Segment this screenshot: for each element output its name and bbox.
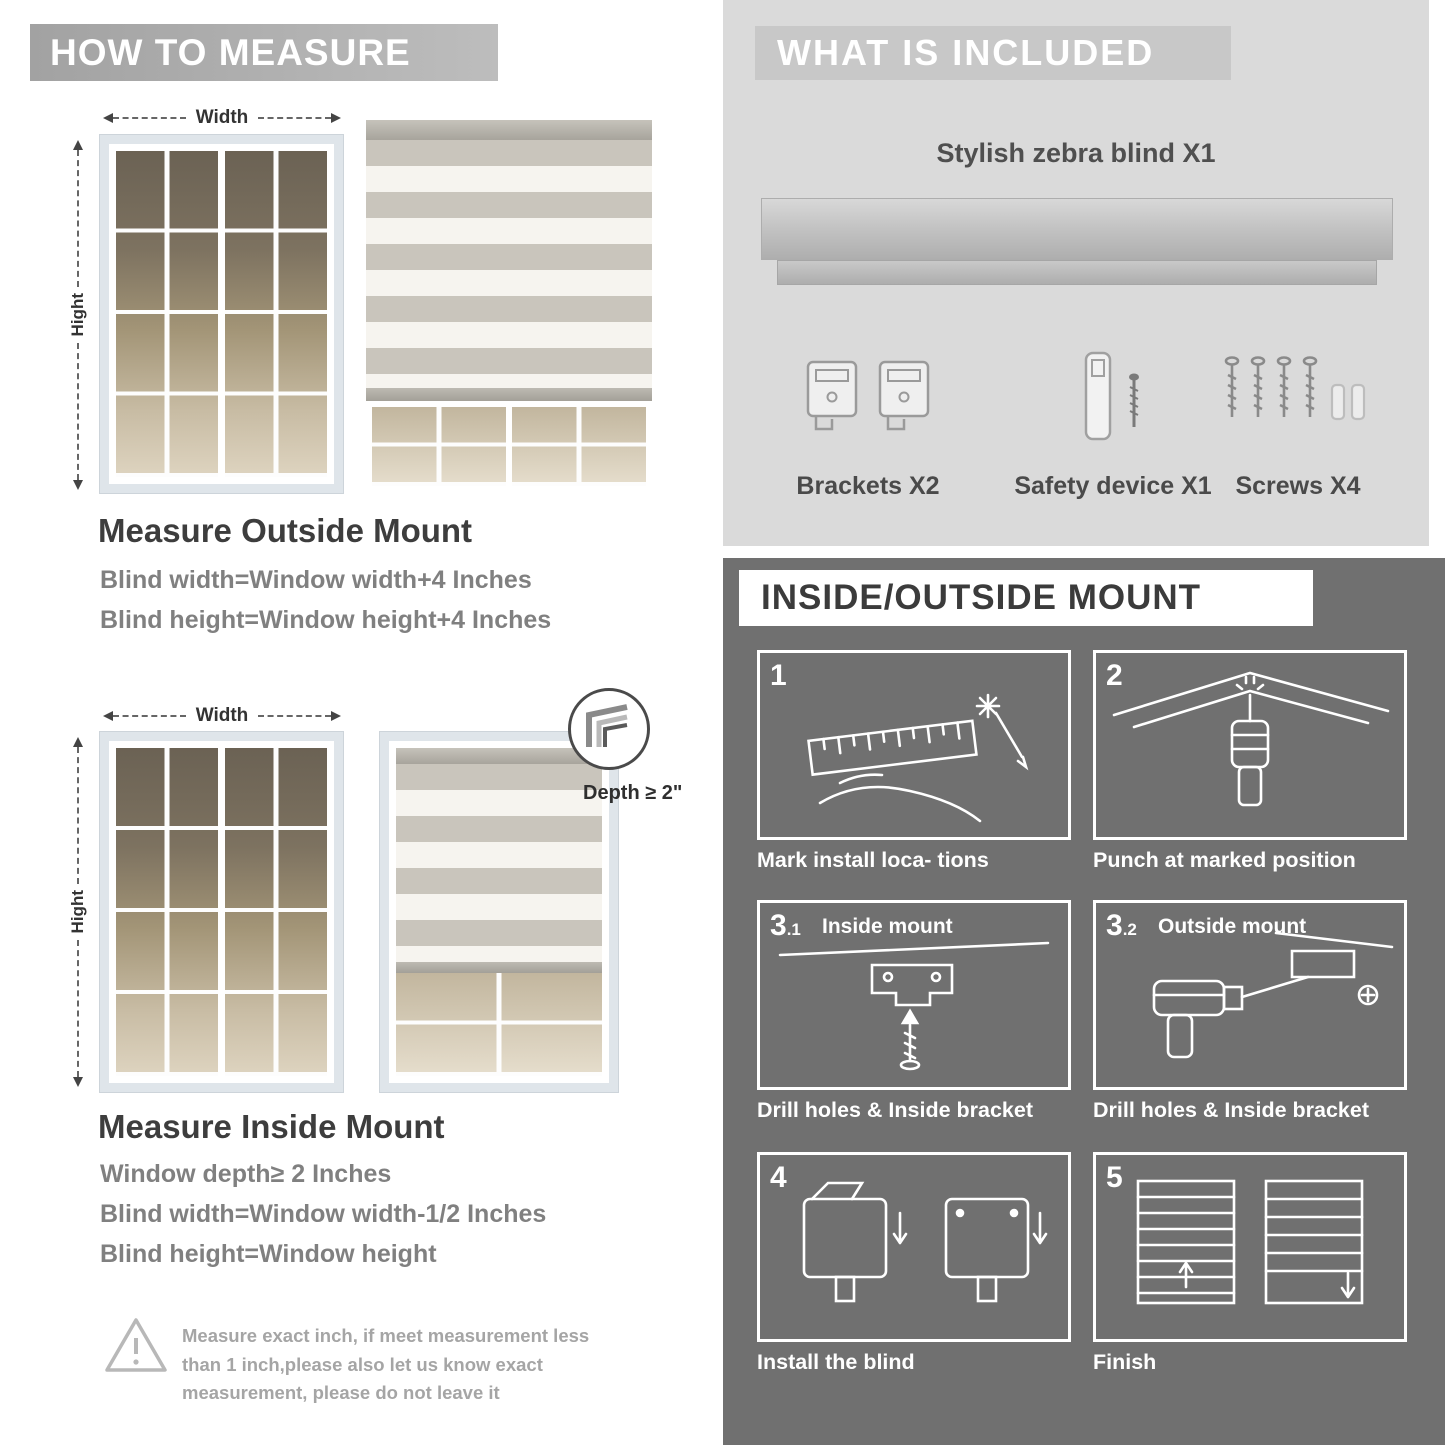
width-arrow-outside: Width xyxy=(103,106,341,130)
step-1-caption: Mark install loca- tions xyxy=(757,848,989,872)
outside-mount-line2: Blind height=Window height+4 Inches xyxy=(100,606,552,634)
outside-bracket-illustration xyxy=(1096,903,1404,1087)
step-3-2-caption: Drill holes & Inside bracket xyxy=(1093,1098,1370,1122)
included-item-safety-device: Safety device X1 xyxy=(1003,330,1223,501)
arrow-down-icon xyxy=(73,480,83,490)
safety-device-icon xyxy=(1084,351,1139,441)
outside-mount-line1: Blind width=Window width+4 Inches xyxy=(100,566,532,594)
zebra-blind-outside-mount xyxy=(366,120,652,492)
step-number: 1 xyxy=(770,659,787,692)
height-arrow-outside: Hight xyxy=(66,140,90,490)
safety-device-icons xyxy=(1003,330,1223,464)
inside-mount-line1: Window depth≥ 2 Inches xyxy=(100,1160,392,1188)
blind-cassette xyxy=(366,120,652,140)
warning-triangle-icon xyxy=(105,1318,167,1372)
step-4-panel: 4 xyxy=(757,1152,1071,1342)
install-blind-illustration xyxy=(760,1155,1068,1339)
zebra-blind-inside-mount xyxy=(380,732,618,1092)
inside-bracket-illustration xyxy=(760,903,1068,1087)
step-5-caption: Finish xyxy=(1093,1350,1157,1374)
screws-icon xyxy=(1224,356,1366,421)
product-label: Stylish zebra blind X1 xyxy=(936,138,1216,168)
mount-header: INSIDE/OUTSIDE MOUNT xyxy=(739,570,1313,626)
window-corner-icon xyxy=(586,704,628,747)
inside-mount-line2: Blind width=Window width-1/2 Inches xyxy=(100,1200,547,1228)
step-2-panel: 2 xyxy=(1093,650,1407,840)
height-label: Hight xyxy=(68,293,87,337)
depth-callout-circle xyxy=(568,688,650,770)
depth-callout-label: Depth ≥ 2" xyxy=(583,782,683,804)
blind-valance-image xyxy=(777,260,1377,285)
step-1-panel: 1 xyxy=(757,650,1071,840)
bracket-icons xyxy=(763,330,973,464)
bracket-icon xyxy=(806,360,858,431)
included-item-brackets: Brackets X2 xyxy=(763,330,973,501)
step-number: 3.1 xyxy=(770,909,801,942)
arrow-right-icon xyxy=(331,711,341,721)
arrow-up-icon xyxy=(73,737,83,747)
step-number: 4 xyxy=(770,1161,787,1194)
mount-instructions-panel: INSIDE/OUTSIDE MOUNT 1 Mark install loca… xyxy=(723,558,1445,1445)
step-number: 2 xyxy=(1106,659,1123,692)
window-below-blind xyxy=(512,407,646,486)
width-label: Width xyxy=(195,705,249,726)
what-is-included-header: WHAT IS INCLUDED xyxy=(755,26,1231,80)
window-casement-left xyxy=(116,151,218,477)
bracket-icon xyxy=(878,360,930,431)
measurement-note: Measure exact inch, if meet measurement … xyxy=(182,1325,590,1404)
screws-icons xyxy=(1193,330,1403,464)
mark-locations-illustration xyxy=(760,653,1068,837)
blind-bottom-rail xyxy=(396,962,602,973)
outside-mount-title: Measure Outside Mount xyxy=(98,512,473,549)
arrow-right-icon xyxy=(331,113,341,123)
inside-mount-title: Measure Inside Mount xyxy=(98,1108,445,1145)
height-label: Hight xyxy=(68,890,87,934)
arrow-left-icon xyxy=(103,711,113,721)
step-2-caption: Punch at marked position xyxy=(1093,848,1356,872)
window-casement-left xyxy=(116,748,218,1076)
height-arrow-inside: Hight xyxy=(66,737,90,1087)
screws-label: Screws X4 xyxy=(1235,472,1361,500)
included-item-screws: Screws X4 xyxy=(1193,330,1403,501)
window-illustration-inside xyxy=(100,732,343,1092)
inside-mount-line3: Blind height=Window height xyxy=(100,1240,437,1268)
step-inner-label: Inside mount xyxy=(822,915,953,938)
window-casement-right xyxy=(225,748,327,1076)
window-below-blind xyxy=(372,407,506,486)
window-below-blind xyxy=(396,973,602,1076)
blind-headrail-image xyxy=(761,198,1393,260)
step-inner-label: Outside mount xyxy=(1158,915,1307,938)
window-casement-right xyxy=(225,151,327,477)
window-illustration-outside xyxy=(100,135,343,493)
finish-illustration xyxy=(1096,1155,1404,1339)
step-number: 3.2 xyxy=(1106,909,1137,942)
width-arrow-inside: Width xyxy=(103,704,341,728)
step-4-caption: Install the blind xyxy=(757,1350,915,1374)
blind-bottom-rail xyxy=(366,388,652,401)
what-is-included-panel: WHAT IS INCLUDED Stylish zebra blind X1 xyxy=(723,0,1429,546)
width-label: Width xyxy=(195,107,249,128)
brackets-label: Brackets X2 xyxy=(796,472,940,500)
blind-cassette xyxy=(396,748,602,764)
step-3-2-panel: 3.2 Outside mount xyxy=(1093,900,1407,1090)
step-3-1-panel: 3.1 Inside mount xyxy=(757,900,1071,1090)
step-number: 5 xyxy=(1106,1161,1123,1194)
blind-stripes xyxy=(396,764,602,962)
step-3-1-caption: Drill holes & Inside bracket xyxy=(757,1098,1034,1122)
safety-device-label: Safety device X1 xyxy=(1014,472,1212,500)
arrow-up-icon xyxy=(73,140,83,150)
step-5-panel: 5 xyxy=(1093,1152,1407,1342)
how-to-measure-header: HOW TO MEASURE xyxy=(30,24,498,81)
arrow-left-icon xyxy=(103,113,113,123)
arrow-down-icon xyxy=(73,1077,83,1087)
drill-ceiling-illustration xyxy=(1096,653,1404,837)
blind-stripes xyxy=(366,140,652,388)
